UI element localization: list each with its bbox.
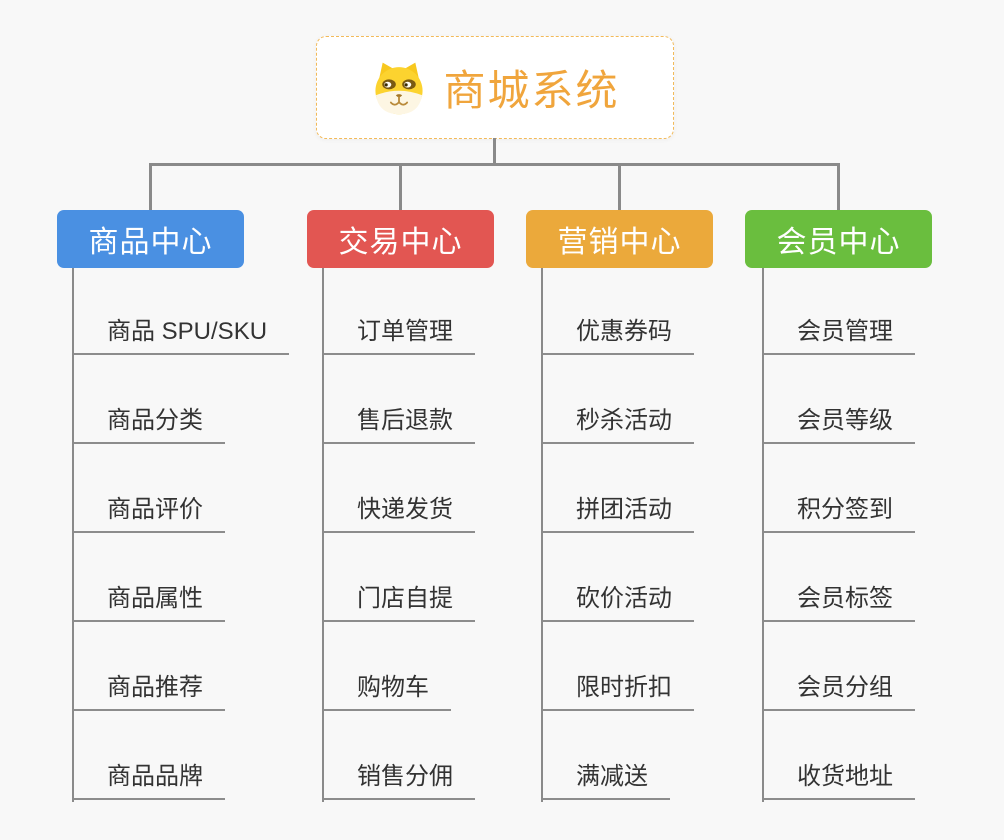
branch-label: 会员中心 — [776, 226, 901, 259]
leaf-row: 收货地址 — [762, 711, 915, 800]
leaf-node[interactable]: 商品属性 — [72, 578, 225, 622]
leaf-column-marketing-center: 优惠券码 秒杀活动 拼团活动 砍价活动 限时折扣 满减送 — [541, 266, 694, 802]
leaf-node[interactable]: 商品评价 — [72, 489, 225, 533]
leaf-node[interactable]: 订单管理 — [322, 311, 475, 355]
leaf-node[interactable]: 收货地址 — [762, 756, 915, 800]
leaf-node[interactable]: 门店自提 — [322, 578, 475, 622]
branch-spine-line — [322, 268, 324, 802]
connector-drop-product-center — [149, 163, 152, 210]
leaf-node[interactable]: 快递发货 — [322, 489, 475, 533]
leaf-node[interactable]: 砍价活动 — [541, 578, 694, 622]
connector-drop-trade-center — [399, 163, 402, 210]
leaf-row: 会员分组 — [762, 622, 915, 711]
leaf-node[interactable]: 秒杀活动 — [541, 400, 694, 444]
leaf-node[interactable]: 商品分类 — [72, 400, 225, 444]
connector-horizontal — [150, 163, 840, 166]
leaf-row: 商品品牌 — [72, 711, 289, 800]
leaf-node[interactable]: 购物车 — [322, 667, 451, 711]
leaf-row: 订单管理 — [322, 266, 475, 355]
leaf-node[interactable]: 满减送 — [541, 756, 670, 800]
connector-drop-member-center — [837, 163, 840, 210]
leaf-column-trade-center: 订单管理 售后退款 快递发货 门店自提 购物车 销售分佣 — [322, 266, 475, 802]
leaf-node[interactable]: 会员分组 — [762, 667, 915, 711]
leaf-row: 商品推荐 — [72, 622, 289, 711]
leaf-node[interactable]: 会员等级 — [762, 400, 915, 444]
leaf-row: 限时折扣 — [541, 622, 694, 711]
leaf-row: 商品 SPU/SKU — [72, 266, 290, 355]
leaf-row: 会员标签 — [762, 533, 915, 622]
connector-drop-marketing-center — [618, 163, 621, 210]
branch-node-member-center[interactable]: 会员中心 — [745, 210, 932, 268]
leaf-node[interactable]: 售后退款 — [322, 400, 475, 444]
leaf-row: 门店自提 — [322, 533, 475, 622]
leaf-node[interactable]: 积分签到 — [762, 489, 915, 533]
leaf-row: 商品分类 — [72, 355, 289, 444]
leaf-column-member-center: 会员管理 会员等级 积分签到 会员标签 会员分组 收货地址 — [762, 266, 915, 802]
leaf-row: 售后退款 — [322, 355, 475, 444]
dog-face-icon — [375, 62, 424, 114]
leaf-node[interactable]: 限时折扣 — [541, 667, 694, 711]
branch-label: 营销中心 — [557, 226, 682, 259]
leaf-node[interactable]: 会员标签 — [762, 578, 915, 622]
leaf-row: 积分签到 — [762, 444, 915, 533]
leaf-node[interactable]: 拼团活动 — [541, 489, 694, 533]
leaf-node[interactable]: 商品 SPU/SKU — [72, 311, 290, 355]
leaf-row: 优惠券码 — [541, 266, 694, 355]
branch-label: 交易中心 — [338, 226, 463, 259]
leaf-node[interactable]: 优惠券码 — [541, 311, 694, 355]
branch-label: 商品中心 — [88, 226, 213, 259]
leaf-node[interactable]: 销售分佣 — [322, 756, 475, 800]
root-node[interactable]: 商城系统 — [316, 36, 674, 139]
leaf-node[interactable]: 商品推荐 — [72, 667, 225, 711]
leaf-row: 会员管理 — [762, 266, 915, 355]
leaf-row: 拼团活动 — [541, 444, 694, 533]
branch-spine-line — [72, 268, 74, 802]
leaf-row: 销售分佣 — [322, 711, 475, 800]
leaf-row: 秒杀活动 — [541, 355, 694, 444]
leaf-row: 砍价活动 — [541, 533, 694, 622]
leaf-row: 会员等级 — [762, 355, 915, 444]
leaf-row: 满减送 — [541, 711, 694, 800]
branch-node-trade-center[interactable]: 交易中心 — [307, 210, 494, 268]
leaf-column-product-center: 商品 SPU/SKU 商品分类 商品评价 商品属性 商品推荐 商品品牌 — [72, 266, 290, 802]
leaf-row: 购物车 — [322, 622, 475, 711]
branch-spine-line — [541, 268, 543, 802]
leaf-row: 快递发货 — [322, 444, 475, 533]
leaf-node[interactable]: 会员管理 — [762, 311, 915, 355]
branch-node-product-center[interactable]: 商品中心 — [57, 210, 244, 268]
branch-node-marketing-center[interactable]: 营销中心 — [526, 210, 713, 268]
connector-root-vertical — [493, 138, 496, 165]
leaf-row: 商品属性 — [72, 533, 289, 622]
branch-spine-line — [762, 268, 764, 802]
leaf-row: 商品评价 — [72, 444, 289, 533]
root-title: 商城系统 — [443, 67, 620, 114]
leaf-node[interactable]: 商品品牌 — [72, 756, 225, 800]
